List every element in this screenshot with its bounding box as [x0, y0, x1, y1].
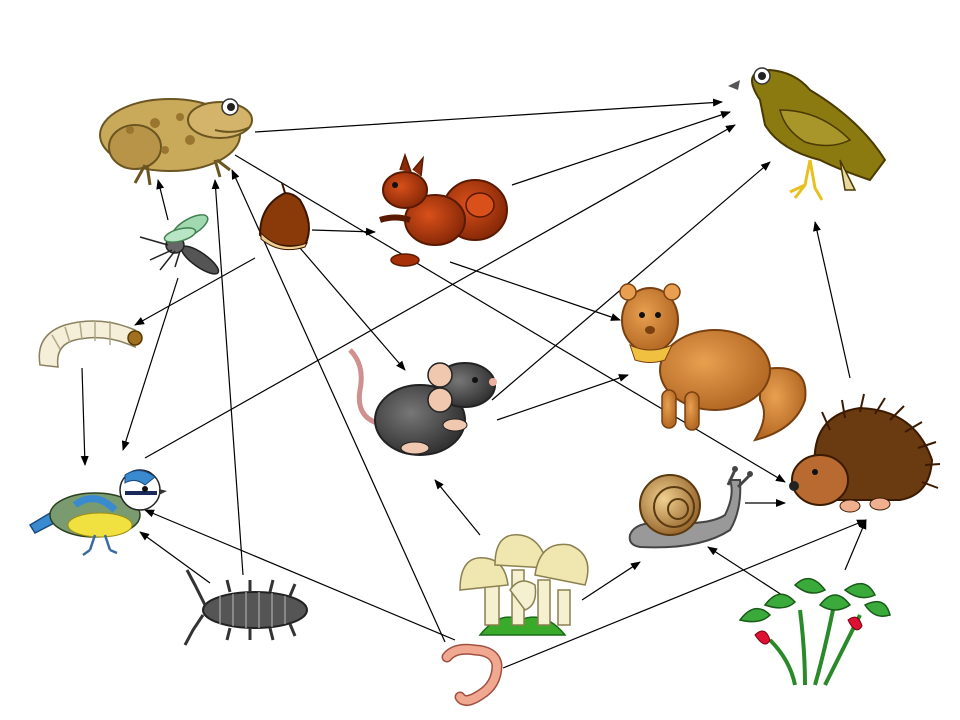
woodlouse-icon — [183, 569, 308, 646]
mosquito-icon — [139, 214, 220, 275]
link-mouse-to-marten — [496, 374, 629, 421]
link-chestnut-to-grub — [134, 257, 256, 326]
marten-icon — [619, 283, 807, 442]
toad-icon — [99, 98, 253, 186]
link-mosquito-to-toad — [156, 179, 169, 221]
hedgehog-icon — [789, 393, 941, 513]
link-earthworm-to-toad — [231, 169, 446, 643]
link-mouse-to-hawk — [491, 161, 771, 401]
link-red-squirrel-to-hawk — [511, 111, 731, 186]
link-red-squirrel-to-marten — [449, 261, 621, 321]
link-earthworm-to-hedgehog — [502, 519, 867, 669]
mushrooms-icon — [459, 534, 589, 636]
earthworm-icon — [441, 643, 503, 706]
link-mushrooms-to-snail — [581, 561, 641, 601]
grub-icon — [38, 320, 143, 368]
link-chestnut-to-mouse — [299, 247, 406, 371]
red-squirrel-icon — [379, 152, 508, 267]
link-grub-to-blue-tit — [80, 367, 89, 466]
hawk-icon — [728, 67, 887, 201]
link-blue-tit-to-hawk — [144, 124, 736, 459]
link-chestnut-to-red-squirrel — [311, 227, 376, 236]
link-hedgehog-to-hawk — [813, 221, 851, 379]
link-woodlouse-to-toad — [211, 179, 244, 576]
link-strawberry-plant-to-hedgehog — [844, 519, 867, 571]
link-toad-to-hawk — [254, 98, 723, 133]
links-layer — [80, 98, 867, 669]
link-earthworm-to-blue-tit — [144, 509, 456, 641]
strawberry-plant-icon — [738, 577, 891, 686]
snail-icon — [628, 466, 753, 549]
link-mosquito-to-blue-tit — [121, 277, 179, 451]
link-strawberry-plant-to-snail — [707, 546, 783, 596]
chestnut-icon — [258, 182, 310, 251]
link-mushrooms-to-mouse — [434, 479, 481, 536]
link-toad-to-hedgehog — [234, 154, 786, 483]
mouse-icon — [348, 348, 497, 456]
link-woodlouse-to-blue-tit — [139, 531, 211, 584]
blue-tit-icon — [28, 469, 167, 557]
